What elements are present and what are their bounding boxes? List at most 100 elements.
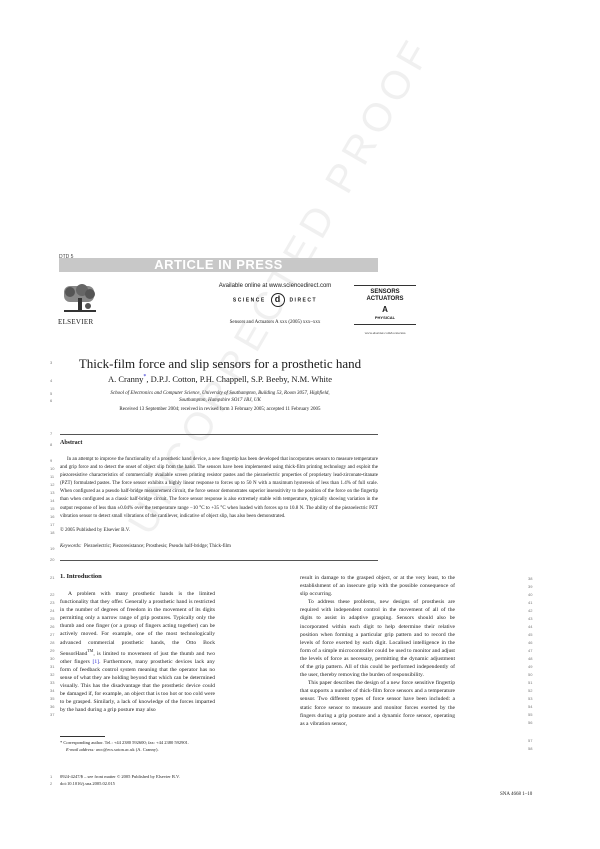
introduction-heading: 1. Introduction xyxy=(60,573,102,580)
corresponding-author-footnote: * Corresponding author. Tel.: +44 2380 5… xyxy=(60,740,190,752)
line-number: 38 xyxy=(528,576,533,581)
line-number: 17 xyxy=(50,522,55,527)
front-matter: 0924-4247/$ – see front matter © 2005 Pu… xyxy=(60,773,180,787)
intro-left-column: A problem with many prosthetic hands is … xyxy=(60,590,215,714)
corresponding-author-link[interactable]: * xyxy=(143,374,147,381)
line-number: 49 xyxy=(528,664,533,669)
author-list: A. Cranny*, D.P.J. Cotton, P.H. Chappell… xyxy=(107,374,333,384)
keywords: Keywords: Piezoelectric; Piezoresistance… xyxy=(60,544,231,549)
journal-reference: Sensors and Actuators A xxx (2005) xxx–x… xyxy=(229,320,321,325)
line-number: 10 xyxy=(50,466,55,471)
intro-paragraph: To address these problems, new designs o… xyxy=(300,599,455,679)
line-number: 33 xyxy=(50,680,55,685)
line-number: 50 xyxy=(528,672,533,677)
line-number: 37 xyxy=(50,712,55,717)
line-number: 1 xyxy=(50,774,53,779)
line-number: 18 xyxy=(50,530,55,535)
keywords-list: Piezoelectric; Piezoresistance; Prosthes… xyxy=(83,544,231,549)
line-number: 14 xyxy=(50,498,55,503)
line-number: 46 xyxy=(528,640,533,645)
available-online-text: Available online at www.sciencedirect.co… xyxy=(218,283,332,289)
abstract-heading: Abstract xyxy=(60,440,83,446)
line-number: 9 xyxy=(50,458,53,463)
footnote-rule xyxy=(60,736,105,737)
line-number: 16 xyxy=(50,514,55,519)
line-number: 11 xyxy=(50,474,55,479)
line-number: 39 xyxy=(528,584,533,589)
logo-letter: A xyxy=(382,305,388,314)
line-number: 35 xyxy=(50,696,55,701)
divider xyxy=(60,560,378,561)
divider xyxy=(60,434,378,435)
line-number: 31 xyxy=(50,664,55,669)
sciencedirect-left: SCIENCE xyxy=(232,297,266,304)
line-number: 44 xyxy=(528,624,533,629)
line-number: 26 xyxy=(50,624,55,629)
citation-link[interactable]: [1] xyxy=(92,658,100,665)
line-number: 47 xyxy=(528,648,533,653)
issn-line: 0924-4247/$ – see front matter © 2005 Pu… xyxy=(60,774,180,779)
line-number: 24 xyxy=(50,608,55,613)
line-number: 56 xyxy=(528,720,533,725)
sciencedirect-at-icon: d xyxy=(270,293,285,307)
affiliation: School of Electronics and Computer Scien… xyxy=(110,391,330,403)
logo-bottom-rule xyxy=(354,324,416,325)
sciencedirect-right: DIRECT xyxy=(289,297,318,304)
line-number: 4 xyxy=(50,378,53,383)
line-number: 52 xyxy=(528,688,533,693)
line-number: 54 xyxy=(528,704,533,709)
intro-right-column: result in damage to the grasped object, … xyxy=(300,574,455,728)
line-number: 36 xyxy=(50,704,55,709)
abstract-body: In an attempt to improve the functionali… xyxy=(60,456,378,521)
journal-url: www.elsevier.com/locate/sna xyxy=(364,331,406,335)
line-number: 30 xyxy=(50,656,55,661)
line-number: 48 xyxy=(528,656,533,661)
line-number: 27 xyxy=(50,632,55,637)
dtd-label: DTD 5 xyxy=(59,254,74,260)
line-number: 5 xyxy=(50,391,53,396)
line-number: 28 xyxy=(50,640,55,645)
line-number: 53 xyxy=(528,696,533,701)
intro-paragraph: result in damage to the grasped object, … xyxy=(300,575,455,598)
keywords-label: Keywords: xyxy=(60,544,82,549)
sciencedirect-logo: SCIENCE d DIRECT xyxy=(190,293,360,307)
doi-link[interactable]: doi:10.1016/j.sna.2005.02.015 xyxy=(60,781,115,786)
article-in-press-banner: ARTICLE IN PRESS xyxy=(59,258,378,272)
line-number: 58 xyxy=(528,746,533,751)
elsevier-wordmark: ELSEVIER xyxy=(58,318,94,326)
line-number: 6 xyxy=(50,398,53,403)
line-number: 34 xyxy=(50,688,55,693)
abstract-text: In an attempt to improve the functionali… xyxy=(60,457,378,519)
line-number: 45 xyxy=(528,632,533,637)
line-number: 57 xyxy=(528,738,533,743)
line-number: 51 xyxy=(528,680,533,685)
page-reference: SNA 4668 1–10 xyxy=(500,792,533,797)
line-number: 15 xyxy=(50,506,55,511)
logo-subtitle: PHYSICAL xyxy=(374,315,396,320)
line-number: 29 xyxy=(50,648,55,653)
line-number: 32 xyxy=(50,672,55,677)
intro-paragraph: A problem with many prosthetic hands is … xyxy=(60,591,215,714)
line-number: 42 xyxy=(528,608,533,613)
line-number: 20 xyxy=(50,557,55,562)
line-number: 25 xyxy=(50,616,55,621)
line-number: 55 xyxy=(528,712,533,717)
line-number: 7 xyxy=(50,431,53,436)
line-number: 2 xyxy=(50,781,53,786)
line-number: 41 xyxy=(528,600,533,605)
line-number: 8 xyxy=(50,442,53,447)
abstract-copyright: © 2005 Published by Elsevier B.V. xyxy=(60,528,130,533)
line-number: 3 xyxy=(50,360,53,365)
article-title: Thick-film force and slip sensors for a … xyxy=(78,356,362,371)
line-number: 40 xyxy=(528,592,533,597)
line-number: 21 xyxy=(50,575,55,580)
line-number: 13 xyxy=(50,490,55,495)
line-number: 43 xyxy=(528,616,533,621)
line-number: 12 xyxy=(50,482,55,487)
elsevier-tree-logo-icon xyxy=(64,284,96,312)
line-number: 23 xyxy=(50,600,55,605)
author-email-link[interactable]: awc@ecs.soton.ac.uk (A. Cranny). xyxy=(95,747,159,752)
line-number: 22 xyxy=(50,592,55,597)
